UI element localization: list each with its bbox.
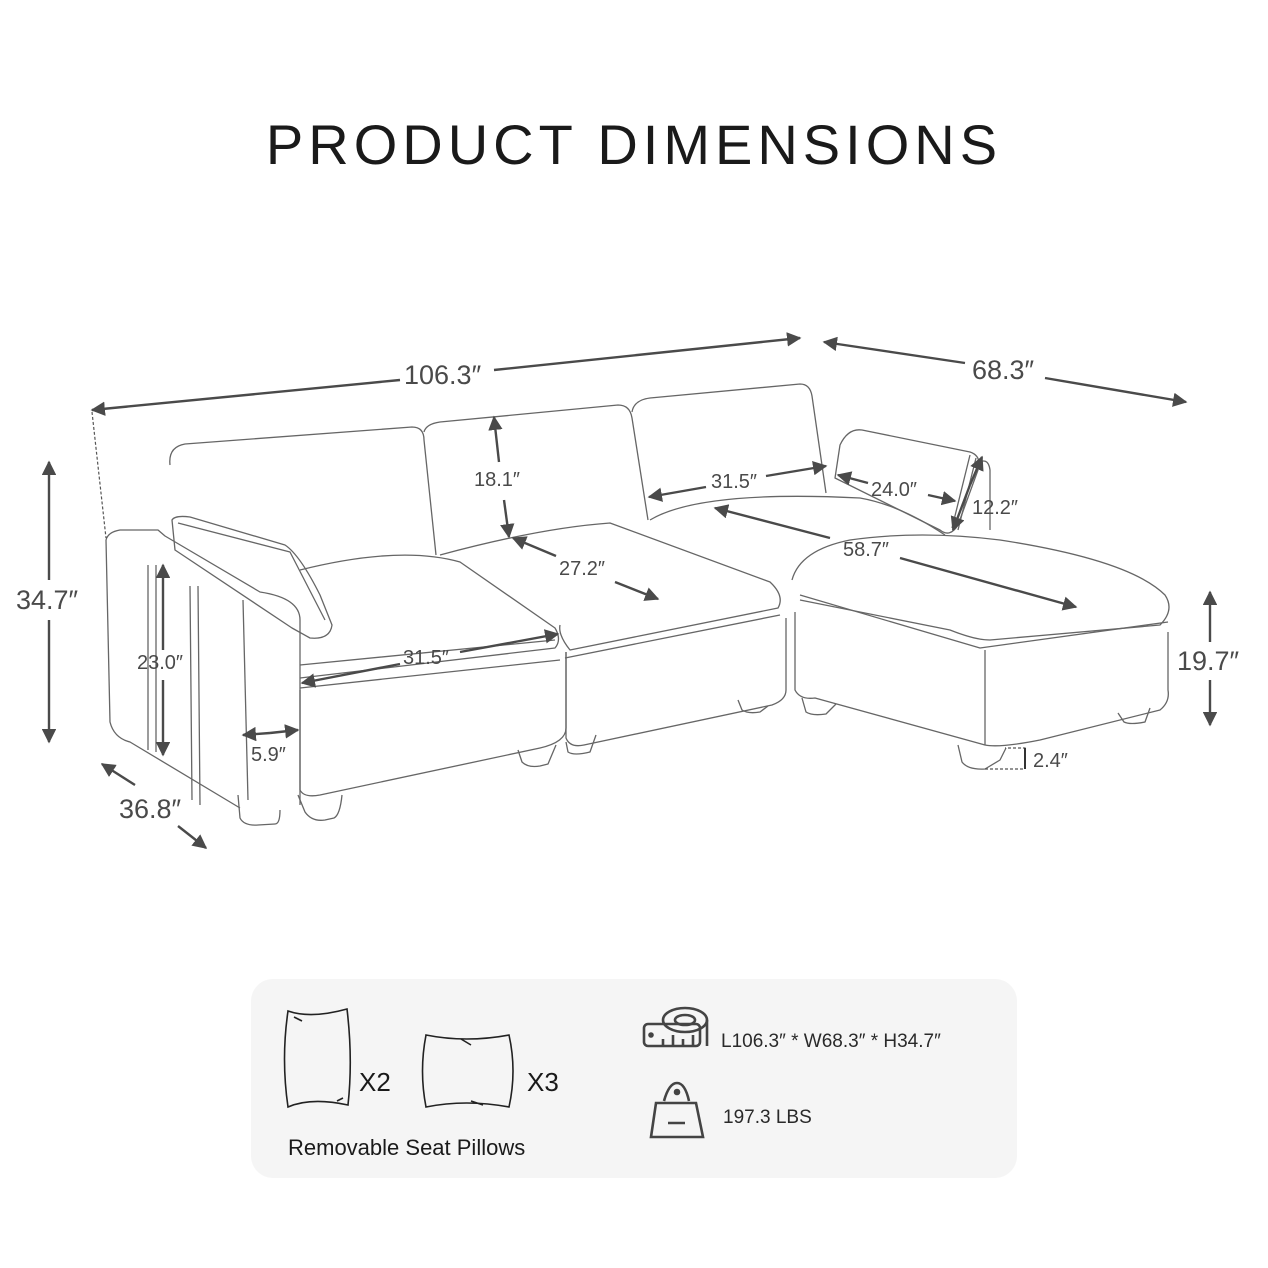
pillow-icons: [283, 1006, 709, 1139]
dim-seat-width-left: 31.5″: [403, 647, 450, 669]
dim-pillow-width: 24.0″: [871, 479, 918, 501]
info-panel: X2 X3 Removable Seat Pillows L106.3″ * W…: [251, 979, 1017, 1178]
dim-seat-height: 19.7″: [1177, 646, 1240, 676]
dim-overall-width: 68.3″: [972, 355, 1035, 385]
pillow-caption: Removable Seat Pillows: [288, 1135, 526, 1160]
dim-overall-height: 34.7″: [16, 585, 79, 615]
dim-depth: 36.8″: [119, 794, 182, 824]
size-spec: L106.3″ * W68.3″ * H34.7″: [721, 1031, 941, 1052]
weight-spec: 197.3 LBS: [723, 1107, 812, 1128]
dimension-arrows: [41, 332, 1218, 849]
page-title: PRODUCT DIMENSIONS: [265, 113, 1003, 176]
dim-overall-length: 106.3″: [404, 360, 482, 390]
dim-back-height: 18.1″: [474, 469, 521, 491]
pillow-square-icon: [421, 1034, 514, 1108]
pillow-tall-icon: [283, 1007, 352, 1109]
dim-chaise-length: 58.7″: [843, 539, 890, 561]
weight-bag-icon: [649, 1081, 705, 1139]
pillow-count-square: X3: [527, 1067, 559, 1097]
dim-arm-width: 5.9″: [251, 744, 286, 766]
dim-pillow-height: 12.2″: [972, 497, 1019, 519]
dim-seat-depth: 27.2″: [559, 558, 606, 580]
sofa-outline: [105, 383, 1170, 826]
dim-arm-height: 23.0″: [137, 652, 184, 674]
dim-leg-height: 2.4″: [1033, 750, 1068, 772]
tape-measure-icon: [642, 1006, 709, 1048]
pillow-count-tall: X2: [359, 1067, 391, 1097]
dim-seat-width-right: 31.5″: [711, 471, 758, 493]
